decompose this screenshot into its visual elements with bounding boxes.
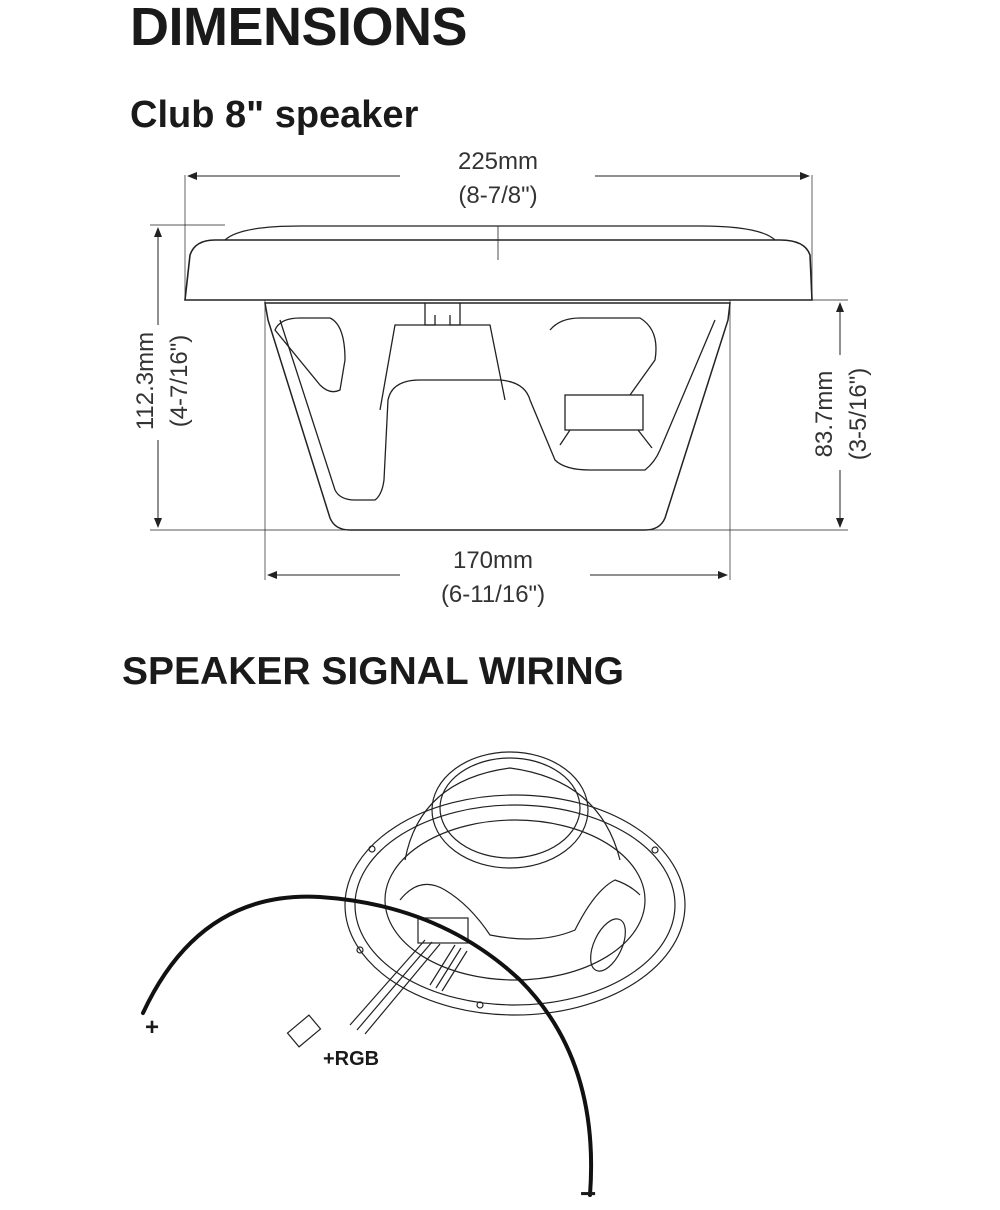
minus-label: − xyxy=(580,1178,597,1209)
product-subtitle: Club 8" speaker xyxy=(130,94,419,136)
plus-label: + xyxy=(145,1014,160,1041)
dim-width-bottom-inch: (6-11/16") xyxy=(440,581,546,608)
rgb-label: +RGB xyxy=(323,1048,380,1070)
dim-mount-depth-mm: 83.7mm xyxy=(811,370,838,458)
dim-mount-depth: 83.7mm (3-5/16") xyxy=(808,314,876,514)
wiring-title: SPEAKER SIGNAL WIRING xyxy=(122,650,624,693)
dim-height-total-inch: (4-7/16") xyxy=(166,334,193,428)
dim-width-top: 225mm (8-7/8") xyxy=(398,145,598,213)
dim-width-top-inch: (8-7/8") xyxy=(458,182,538,209)
page-title: DIMENSIONS xyxy=(130,0,468,57)
dim-mount-depth-inch: (3-5/16") xyxy=(845,367,872,461)
dim-width-top-mm: 225mm xyxy=(457,148,539,175)
speaker-side-view xyxy=(184,225,813,531)
dim-width-bottom: 170mm (6-11/16") xyxy=(393,544,593,612)
positive-wire xyxy=(141,894,594,1197)
speaker-wires xyxy=(141,894,594,1197)
dim-height-total-mm: 112.3mm xyxy=(132,331,159,431)
speaker-wiring-view xyxy=(286,751,686,1048)
dim-width-bottom-mm: 170mm xyxy=(452,547,534,574)
dim-height-total: 112.3mm (4-7/16") xyxy=(129,281,197,481)
dimension-lines xyxy=(150,172,848,580)
